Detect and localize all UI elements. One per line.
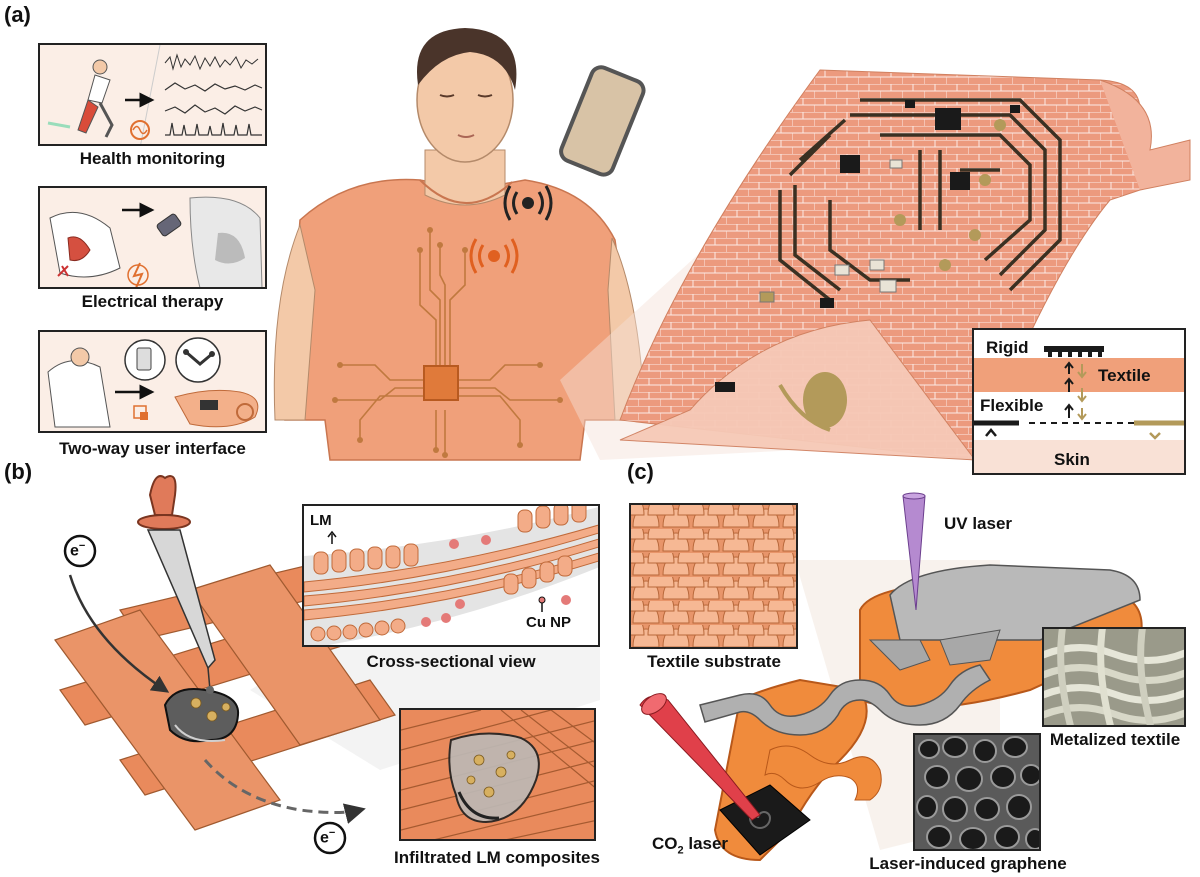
circuit-traces [778,98,1062,302]
wireless-signal-orange-icon [469,238,519,274]
passive-components [759,159,903,303]
shirt-circuit [335,230,560,455]
panel-b-label: (b) [4,459,33,484]
legend-flexible: Flexible [980,396,1044,415]
uv-laser-label: UV laser [944,514,1013,533]
electron-label-top: e− [70,540,86,560]
cross-section-caption: Cross-sectional view [366,652,536,671]
electrical-therapy-caption: Electrical therapy [81,292,224,311]
electrical-therapy-box [38,186,267,289]
panel-a-label: (a) [4,2,31,27]
rigid-chip-small [715,382,735,392]
smartphone-icon [559,65,646,177]
two-way-interface-caption: Two-way user interface [59,439,246,458]
cu-np-label: Cu NP [526,614,571,631]
textile-substrate-caption: Textile substrate [647,652,781,671]
metalized-textile-caption: Metalized textile [1049,730,1181,749]
metalized-textile-box [1042,627,1186,727]
infiltrated-caption: Infiltrated LM composites [394,848,600,867]
health-monitoring-box [38,43,267,146]
uv-laser-beam [902,495,926,611]
user-interface-box [38,330,267,433]
panel-c-label: (c) [627,459,654,484]
laser-graphene-caption: Laser-induced graphene [869,854,1067,873]
runner-with-waveforms-icon [40,45,265,144]
health-monitoring-caption: Health monitoring [79,149,226,168]
wireless-signal-icon [503,185,553,221]
textile-substrate-box [629,503,798,649]
dropper-icon [137,475,216,694]
legend-rigid: Rigid [986,338,1029,357]
electron-label-bottom: e− [320,827,336,847]
rigid-components [820,100,1020,308]
legend-textile: Textile [1098,366,1151,385]
lm-label: LM [310,512,332,529]
laser-graphene-box [913,733,1041,851]
infiltrated-lm-box [399,708,596,841]
co2-laser-label: CO2 laser [652,834,729,857]
cross-section-box: LM Cu NP [302,504,600,647]
co2-laser-beam [639,695,761,821]
user-interface-icon [40,332,265,431]
chip-icon [423,365,459,401]
electrical-therapy-icon [40,188,265,287]
layer-legend: Rigid Textile Flexible Skin [972,328,1186,475]
legend-skin: Skin [1054,450,1090,469]
